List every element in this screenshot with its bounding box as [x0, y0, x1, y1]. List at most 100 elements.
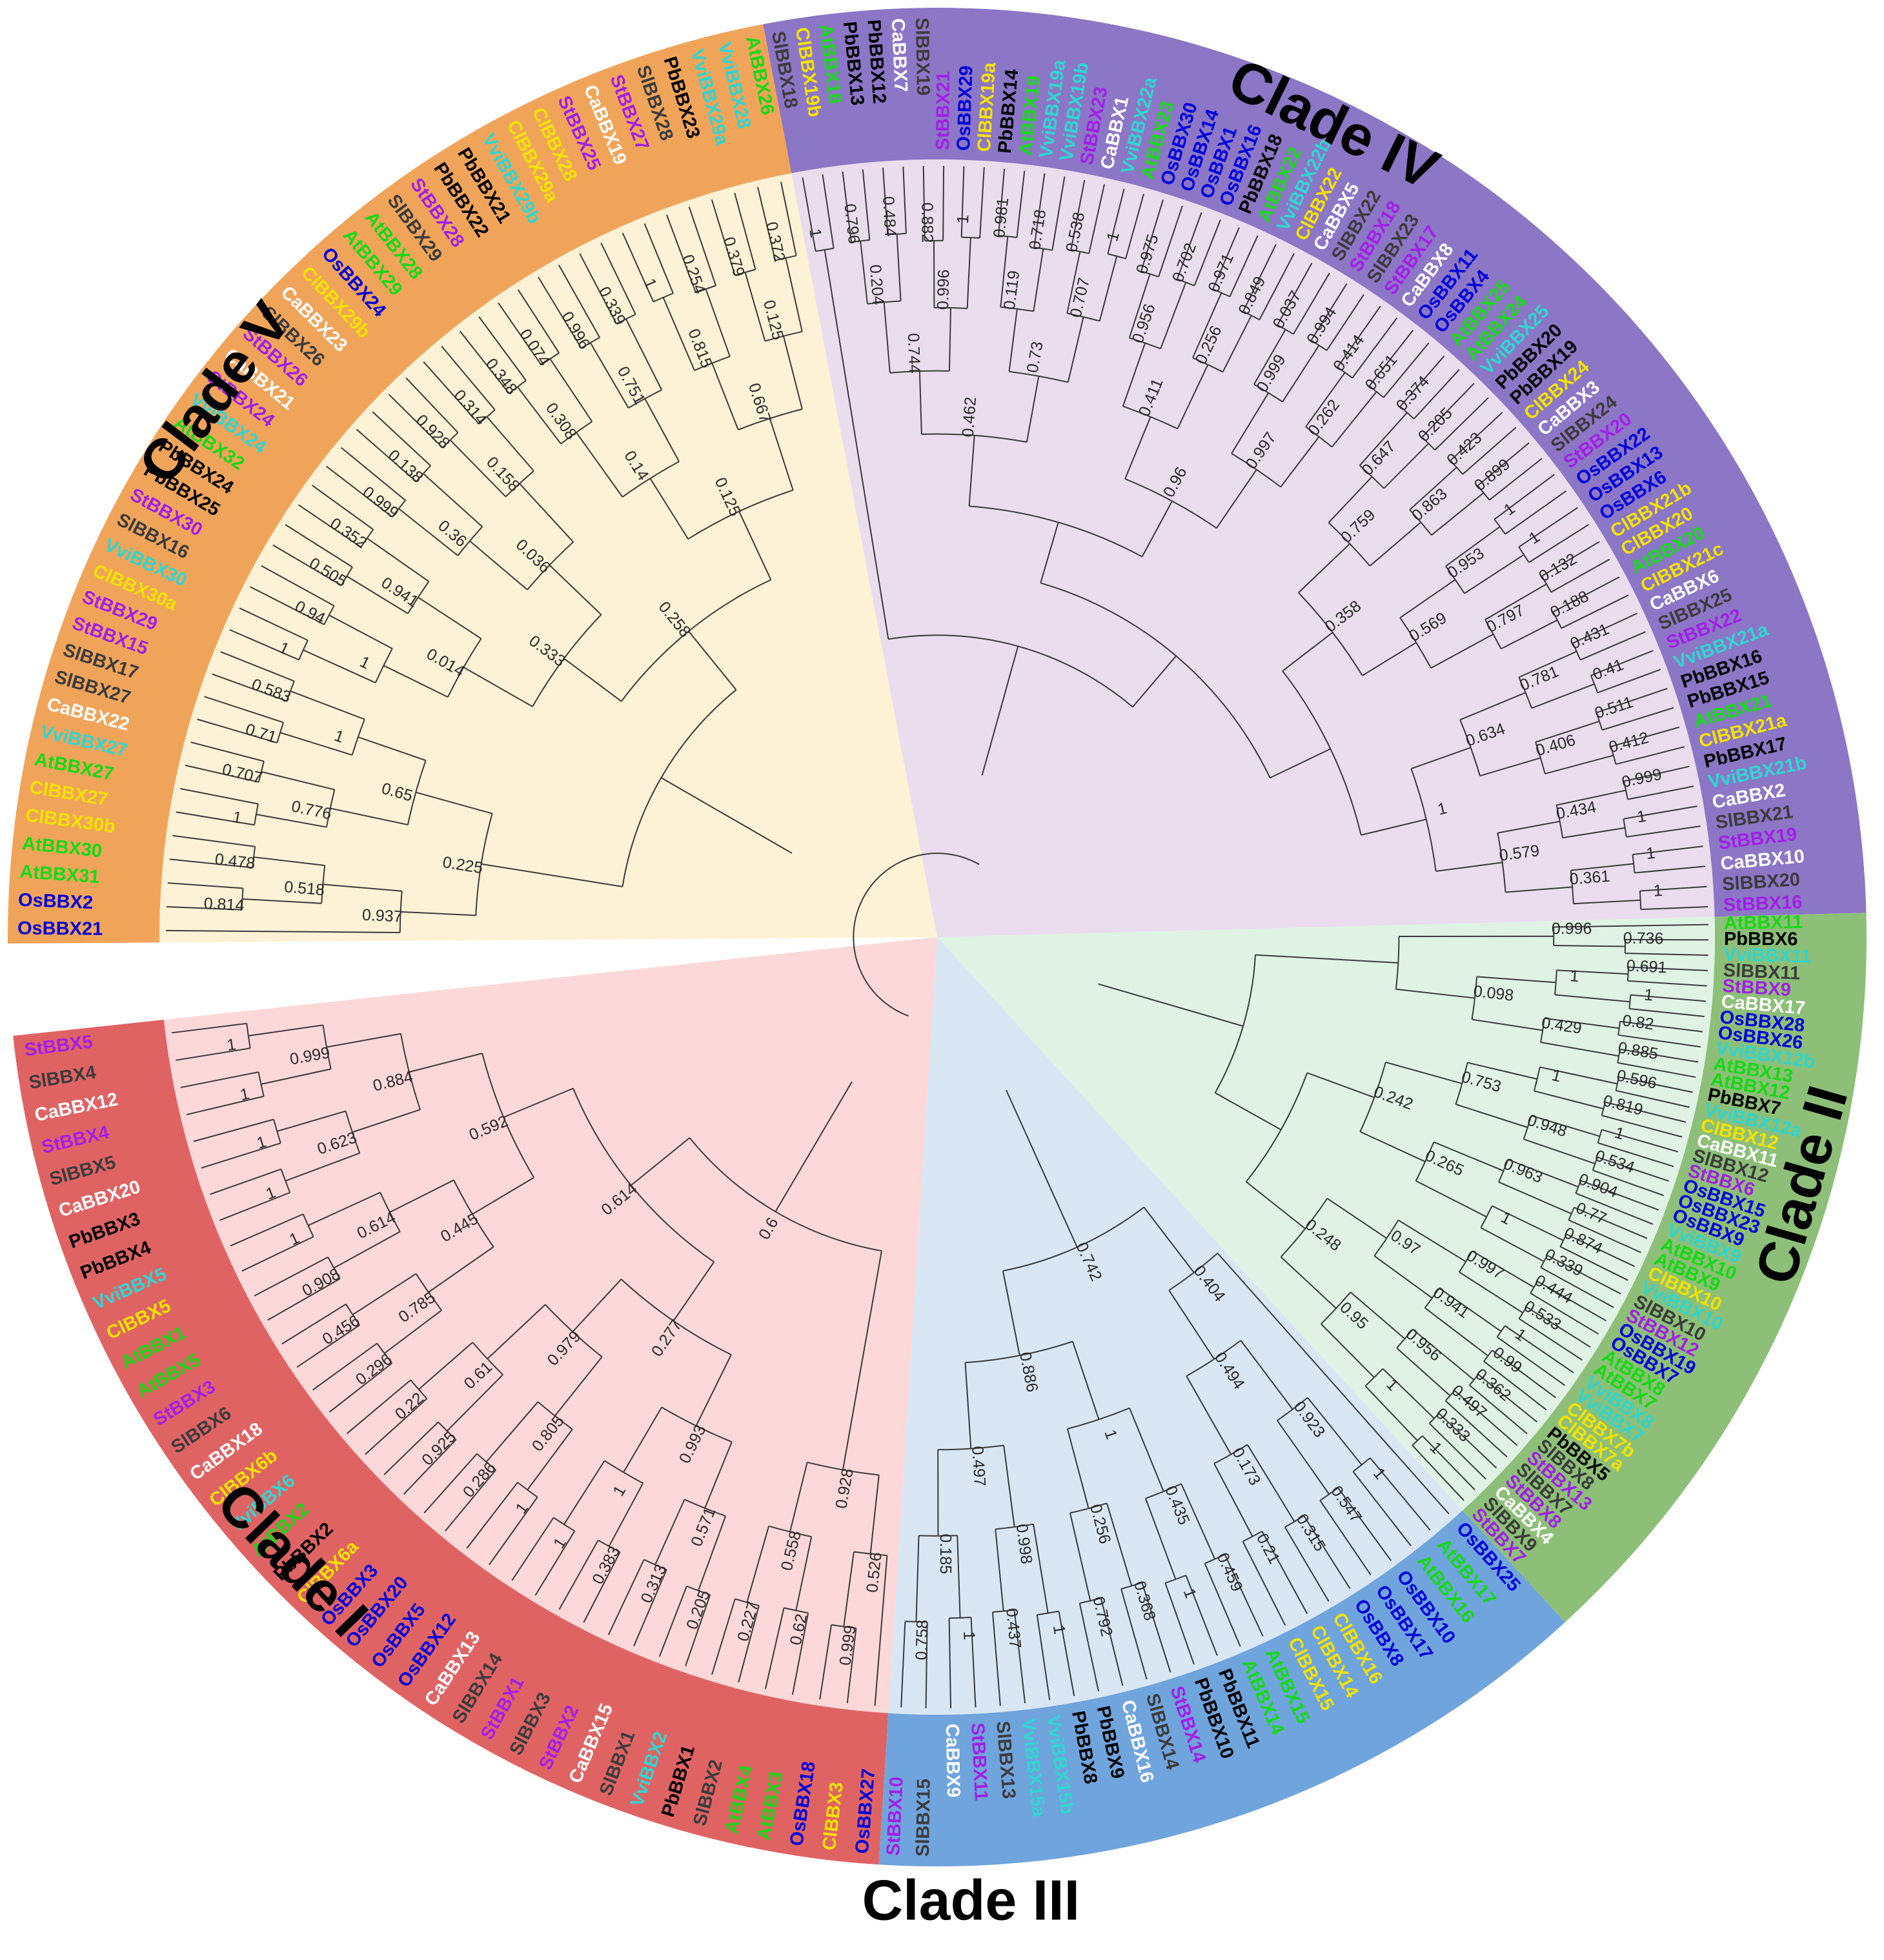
- support-value: 0.526: [863, 1551, 886, 1593]
- tree-branch: [1424, 1307, 1489, 1357]
- tree-branch: [860, 241, 868, 304]
- tree-branch-arc: [815, 247, 834, 252]
- tree-branch: [172, 834, 256, 847]
- tree-branch: [303, 649, 376, 683]
- tree-branch: [1494, 474, 1555, 520]
- tree-branch-arc: [851, 239, 870, 243]
- tree-branch: [1385, 1061, 1463, 1084]
- tree-branch-arc: [616, 314, 636, 325]
- tree-branch-arc: [687, 489, 794, 540]
- tree-branch: [1125, 194, 1144, 259]
- tree-branch: [1282, 345, 1320, 403]
- tree-branch: [1561, 594, 1629, 629]
- tree-branch: [608, 1482, 644, 1547]
- tree-branch-arc: [1321, 1291, 1352, 1325]
- support-value: 1: [1643, 985, 1654, 1004]
- tree-branch-arc: [784, 1607, 809, 1614]
- leaf-label: StBBX9: [1722, 976, 1792, 1001]
- support-value: 1: [960, 1631, 978, 1641]
- tree-branch: [711, 199, 736, 276]
- tree-branch: [1395, 988, 1475, 999]
- tree-branch: [1601, 1129, 1679, 1153]
- tree-branch: [249, 586, 325, 625]
- clade-II-fill: [937, 916, 1715, 1511]
- leaf-label: OsBBX29: [953, 65, 977, 151]
- tree-branch-arc: [1067, 312, 1100, 322]
- tree-branch-arc: [258, 761, 265, 783]
- tree-branch: [918, 371, 922, 434]
- tree-branch: [791, 1613, 809, 1695]
- support-value: 0.098: [1472, 982, 1514, 1005]
- tree-branch: [688, 631, 737, 691]
- tree-branch: [329, 1362, 392, 1413]
- support-value: 1: [226, 1035, 238, 1055]
- tree-branch: [1284, 1526, 1330, 1602]
- support-value: 1: [238, 1085, 251, 1104]
- support-value: 0.185: [937, 1533, 955, 1574]
- tree-branch: [489, 1497, 538, 1566]
- tree-branch: [372, 411, 431, 467]
- tree-branch: [1246, 1444, 1295, 1522]
- tree-branch: [1602, 707, 1674, 731]
- tree-branch: [285, 524, 353, 568]
- tree-branch: [1069, 1513, 1091, 1601]
- tree-branch: [1242, 244, 1277, 312]
- tree-branch: [1434, 397, 1489, 450]
- tree-branch-arc: [322, 1025, 332, 1069]
- tree-branch: [517, 386, 562, 445]
- tree-branch: [1164, 1582, 1195, 1665]
- tree-branch: [248, 1024, 323, 1036]
- clade-I-ring: [13, 1020, 889, 1865]
- tree-branch-arc: [1540, 1255, 1548, 1268]
- tree-branch: [583, 1551, 621, 1623]
- tree-branch: [1518, 507, 1579, 548]
- tree-branch: [922, 166, 926, 241]
- tree-branch: [1168, 1289, 1215, 1360]
- clade-stem: [1098, 983, 1244, 1027]
- tree-branch-arc: [1120, 1582, 1142, 1590]
- tree-branch: [418, 596, 482, 640]
- tree-branch-arc: [1534, 1067, 1541, 1091]
- tree-branch: [631, 1137, 691, 1186]
- tree-branch: [1568, 1219, 1641, 1253]
- tree-branch-arc: [400, 1033, 421, 1110]
- tree-branch: [1530, 1292, 1599, 1335]
- tree-branch-arc: [1555, 805, 1564, 838]
- tree-branch: [1629, 1007, 1705, 1017]
- tree-branch: [902, 167, 907, 234]
- tree-branch-arc: [921, 433, 1028, 443]
- tree-branch: [1616, 1089, 1690, 1108]
- tree-branch: [230, 1213, 303, 1247]
- support-value: 0.484: [879, 196, 900, 237]
- tree-branch: [1429, 1422, 1486, 1480]
- tree-branch: [1383, 342, 1430, 398]
- tree-branch: [1072, 1341, 1100, 1420]
- tree-branch: [654, 1499, 685, 1565]
- tree-branch: [622, 232, 654, 303]
- support-value: 1: [805, 227, 825, 239]
- tree-branch: [970, 1617, 977, 1708]
- tree-branch: [734, 192, 756, 270]
- tree-branch: [180, 1071, 259, 1089]
- tree-branch: [166, 929, 400, 933]
- tree-branch: [1106, 1503, 1133, 1586]
- tree-branch: [968, 435, 975, 507]
- tree-branch: [843, 1551, 855, 1627]
- tree-branch: [352, 1273, 417, 1315]
- tree-branch-arc: [965, 1340, 1073, 1364]
- tree-branch-arc: [1575, 1180, 1582, 1194]
- tree-branch: [1618, 1034, 1701, 1048]
- tree-branch: [1484, 583, 1547, 620]
- tree-branch: [1630, 994, 1706, 1002]
- tree-branch: [444, 1470, 496, 1531]
- leaf-label: StBBX16: [1723, 892, 1803, 916]
- tree-branch-arc: [1601, 1102, 1606, 1116]
- tree-branch-arc: [620, 1278, 732, 1355]
- support-value: 0.82: [1621, 1011, 1655, 1033]
- support-value: 1: [1636, 807, 1647, 827]
- leaf-label: StBBX21: [933, 71, 954, 150]
- tree-branch: [1497, 820, 1560, 834]
- support-value: 0.996: [934, 269, 953, 310]
- tree-branch: [1523, 1138, 1595, 1165]
- tree-branch: [1421, 383, 1475, 438]
